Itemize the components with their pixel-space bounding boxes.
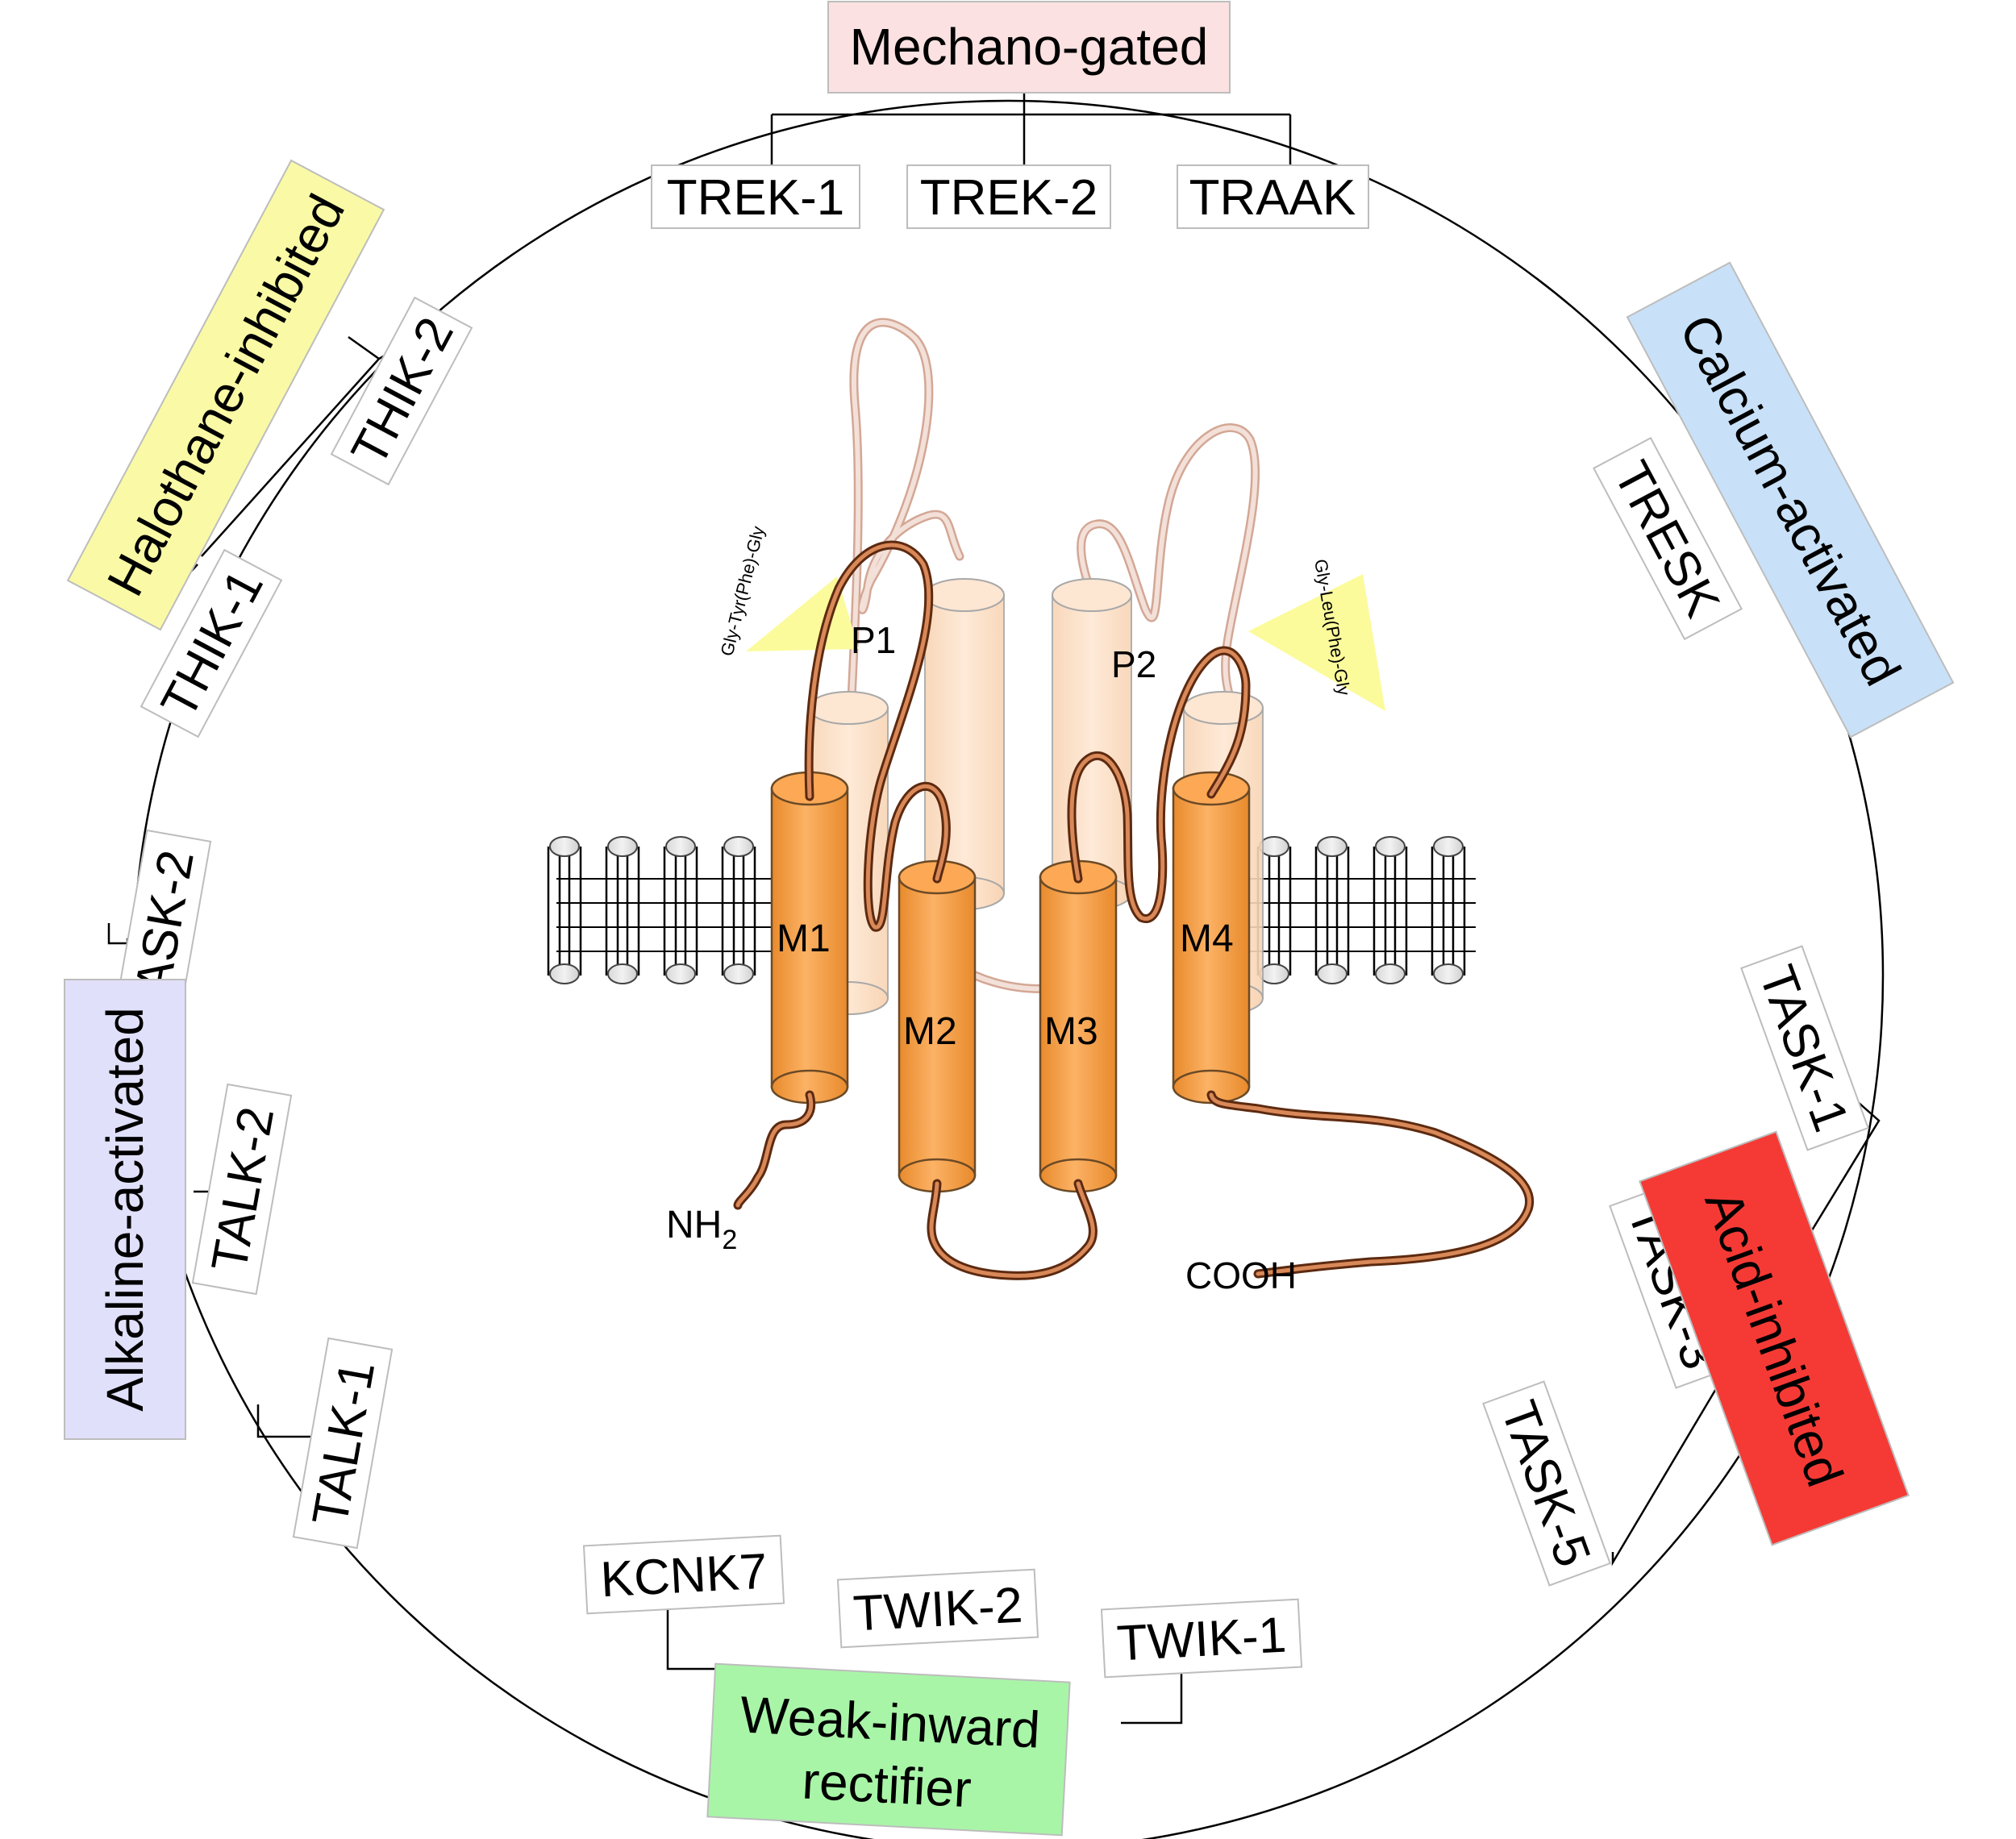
group-mechano-gated: Mechano-gated xyxy=(827,1,1231,94)
svg-text:Calcium-activated: Calcium-activated xyxy=(1668,306,1912,695)
channel-kcnk7: KCNK7 xyxy=(582,1534,785,1615)
svg-text:TREK-1: TREK-1 xyxy=(667,170,844,226)
front-loops xyxy=(733,540,1535,1280)
group-alkaline-activated: Alkaline-activated xyxy=(64,979,186,1440)
channel-trek2: TREK-2 xyxy=(906,164,1111,229)
channel-twik2: TWIK-2 xyxy=(836,1568,1039,1649)
label-m3: M3 xyxy=(1044,1010,1098,1053)
svg-text:TASK-5: TASK-5 xyxy=(1490,1394,1602,1574)
channel-twik1: TWIK-1 xyxy=(1100,1598,1303,1679)
helix-m3 xyxy=(1039,859,1118,1193)
label-cooh: COOH xyxy=(1185,1254,1297,1296)
channel-thik2: THIK-2 xyxy=(330,296,473,486)
channel-task1: TASK-1 xyxy=(1740,945,1869,1151)
svg-text:KCNK7: KCNK7 xyxy=(599,1544,768,1608)
channel-boxes: TREK-1 TREK-2 TRAAK THIK-2 THIK-1 TASK-2… xyxy=(110,164,1869,1679)
channel-trek1: TREK-1 xyxy=(651,164,860,229)
svg-text:rectifier: rectifier xyxy=(801,1751,973,1818)
svg-text:TRAAK: TRAAK xyxy=(1189,170,1356,226)
svg-text:TWIK-1: TWIK-1 xyxy=(1115,1608,1287,1672)
svg-text:THIK-2: THIK-2 xyxy=(341,309,464,475)
channel-task5: TASK-5 xyxy=(1482,1380,1611,1587)
lipid xyxy=(1314,836,1350,984)
label-p2: P2 xyxy=(1111,643,1156,685)
motif-label-1: Gly-Tyr(Phe)-Gly xyxy=(717,524,768,658)
group-boxes: Mechano-gated Halothane-inhibited Calciu… xyxy=(64,1,1955,1837)
back-helix-p1b xyxy=(924,578,1005,910)
label-m1: M1 xyxy=(777,917,831,960)
label-p1: P1 xyxy=(851,619,896,661)
group-weak-inward-rectifier: Weak-inward rectifier xyxy=(706,1662,1071,1837)
lipid xyxy=(1431,836,1466,984)
svg-text:Halothane-inhibited: Halothane-inhibited xyxy=(96,185,356,605)
membrane-lipids xyxy=(547,836,1476,984)
lipid xyxy=(1372,836,1408,984)
svg-text:Alkaline-activated: Alkaline-activated xyxy=(96,1007,154,1412)
back-helix-p2a xyxy=(1052,578,1132,910)
channel-traak: TRAAK xyxy=(1177,164,1369,229)
lipid xyxy=(663,836,698,984)
helix-m2 xyxy=(898,859,977,1193)
membrane-tails xyxy=(556,878,1476,952)
front-helices xyxy=(770,771,1251,1193)
motif-wedge-2 xyxy=(1248,574,1385,711)
label-m2: M2 xyxy=(903,1010,957,1053)
label-nh2: NH2 xyxy=(666,1204,737,1255)
channel-talk2: TALK-2 xyxy=(191,1083,293,1296)
svg-text:TASK-1: TASK-1 xyxy=(1748,959,1860,1138)
svg-text:TWIK-2: TWIK-2 xyxy=(852,1578,1023,1642)
label-m4: M4 xyxy=(1180,917,1234,960)
motif-wedge-1 xyxy=(746,576,859,651)
lipid xyxy=(547,836,582,984)
svg-text:TREK-2: TREK-2 xyxy=(920,170,1098,226)
lipid xyxy=(721,836,756,984)
lipid xyxy=(605,836,640,984)
svg-text:Mechano-gated: Mechano-gated xyxy=(850,18,1209,76)
channel-talk1: TALK-1 xyxy=(292,1337,394,1550)
